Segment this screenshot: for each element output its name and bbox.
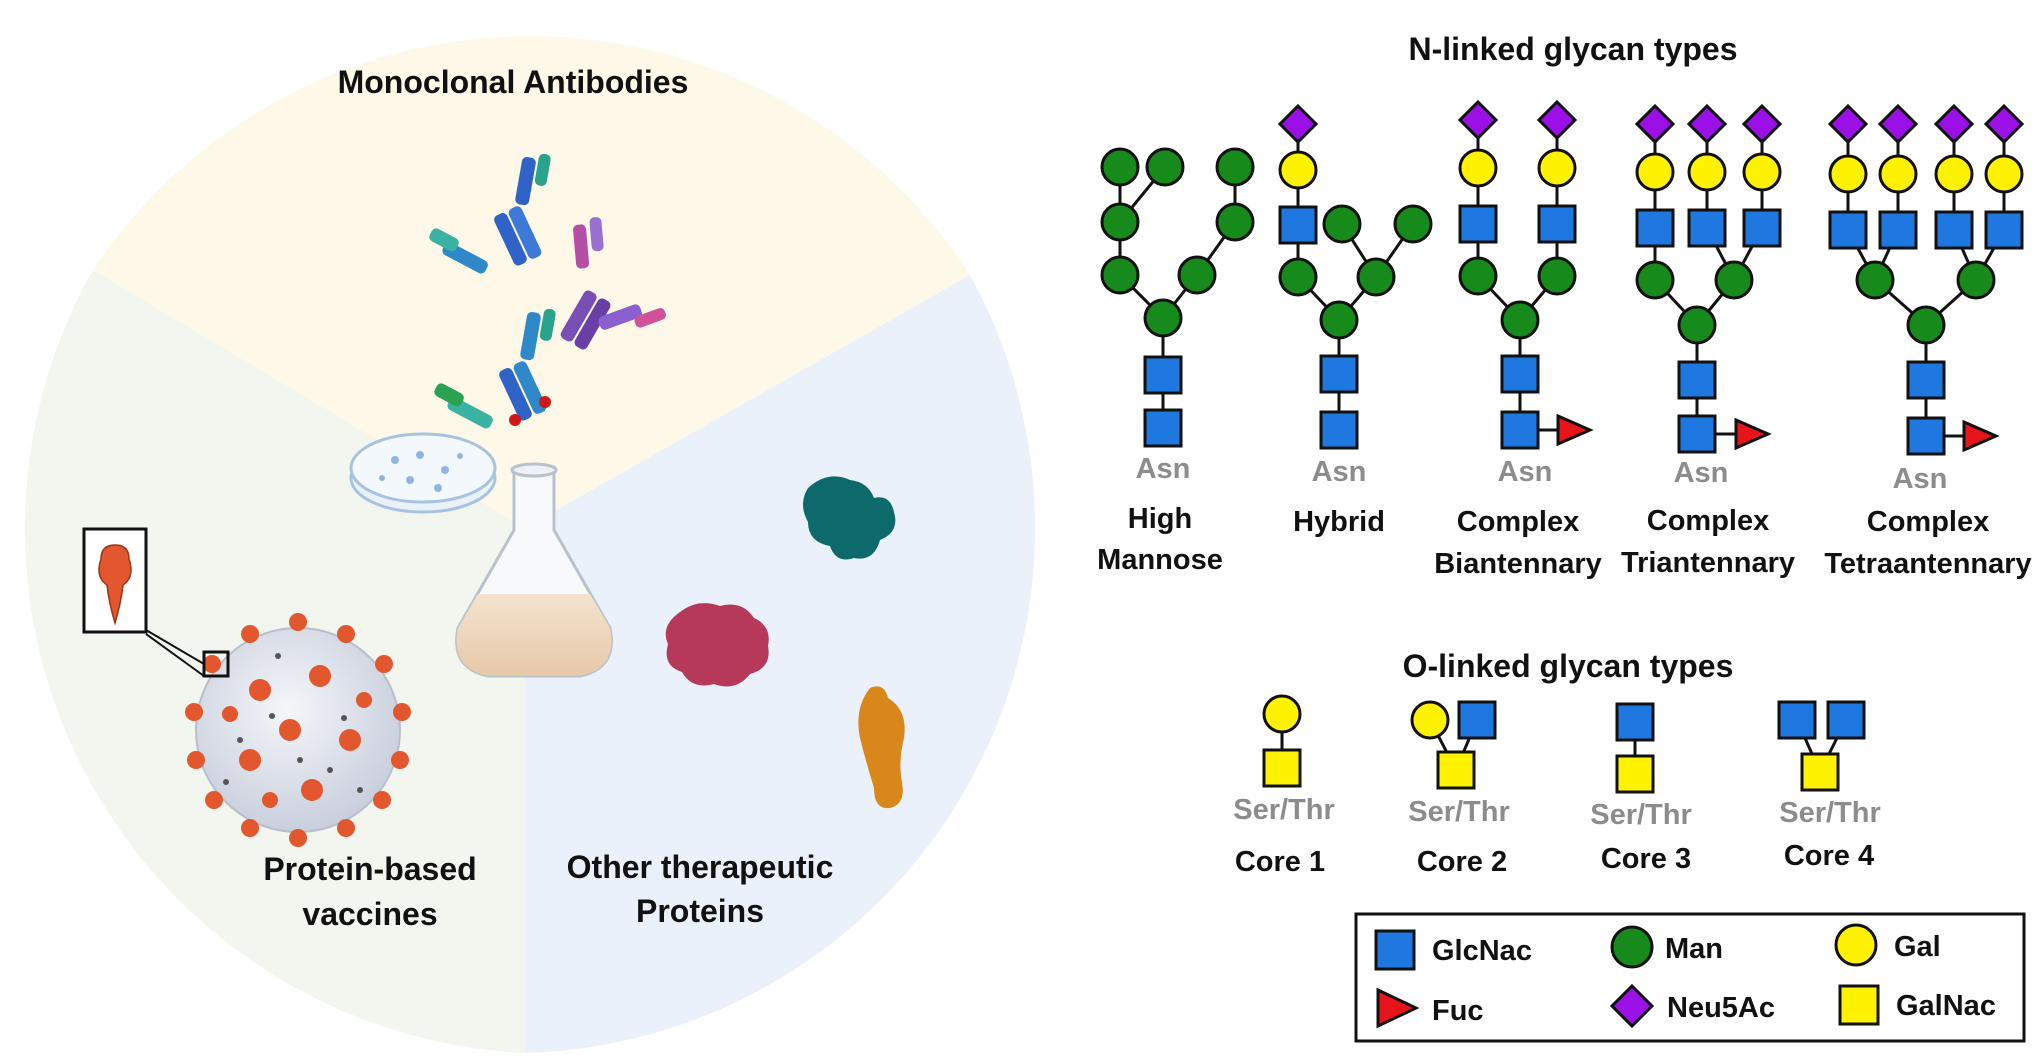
glycan-triantennary (1634, 103, 1783, 454)
o-linked-bonds (1280, 714, 1848, 773)
petri-dish-icon (349, 432, 497, 514)
core-label-2: Core 2 (1417, 846, 1507, 878)
sector-title-other-2: Proteins (636, 893, 764, 929)
n-linked-title: N-linked glycan types (1409, 31, 1738, 67)
core-label-3: Core 3 (1601, 843, 1691, 875)
site-label-core-4: Ser/Thr (1779, 797, 1881, 829)
asn-label-hybrid: Asn (1312, 456, 1367, 488)
legend-glcnac-label: GlcNac (1432, 935, 1532, 967)
asn-label-triantennary: Asn (1674, 457, 1729, 489)
protein-blob-orange-icon (858, 686, 905, 809)
sector-title-other-1: Other therapeutic (567, 849, 834, 885)
legend: GlcNac Man Gal Fuc Neu5Ac GalNac (1354, 912, 2026, 1043)
core-label-1: Core 1 (1235, 846, 1325, 878)
o-glycan-core-2 (1410, 700, 1497, 790)
glycan-high-mannose (1100, 147, 1255, 448)
glycan-biantennary (1457, 99, 1594, 450)
type-label-tetraantennary-2: Tetraantennary (1824, 548, 2031, 580)
type-label-biantennary-2: Biantennary (1434, 548, 1602, 580)
legend-neu5ac-label: Neu5Ac (1667, 992, 1775, 1024)
glycan-hybrid (1277, 103, 1433, 450)
type-label-high-mannose-1: High (1128, 503, 1192, 535)
type-label-triantennary-1: Complex (1647, 505, 1769, 537)
antibody-icon-3 (434, 308, 556, 429)
protein-blob-magenta-icon (665, 603, 769, 687)
antibody-icon-2 (560, 217, 666, 350)
sector-title-vaccines-1: Protein-based (263, 851, 476, 887)
type-label-hybrid: Hybrid (1293, 506, 1385, 538)
core-label-4: Core 4 (1784, 840, 1874, 872)
o-glycan-core-3 (1615, 702, 1655, 794)
legend-frame (1354, 912, 2026, 1043)
sector-antibodies (93, 36, 970, 528)
asn-label-biantennary: Asn (1498, 456, 1553, 488)
type-label-tetraantennary-1: Complex (1867, 506, 1989, 538)
sector-other-proteins (525, 275, 1036, 1053)
site-label-core-2: Ser/Thr (1408, 796, 1510, 828)
legend-galnac-label: GalNac (1896, 990, 1996, 1022)
asn-label-tetraantennary: Asn (1893, 463, 1948, 495)
legend-fuc-swatch (1376, 987, 1420, 1029)
legend-neu5ac-swatch (1609, 983, 1655, 1029)
site-label-core-3: Ser/Thr (1590, 799, 1692, 831)
type-label-high-mannose-2: Mannose (1097, 544, 1223, 576)
flask-icon (455, 462, 613, 678)
site-label-core-1: Ser/Thr (1233, 794, 1335, 826)
sector-title-vaccines-2: vaccines (302, 896, 437, 932)
legend-man-swatch (1610, 925, 1654, 969)
legend-gal-swatch (1834, 923, 1878, 967)
legend-man-label: Man (1665, 933, 1723, 965)
virus-particle-icon (185, 613, 411, 847)
type-label-triantennary-2: Triantennary (1621, 547, 1795, 579)
glycan-tetraantennary (1827, 103, 2025, 456)
antibody-icon-1 (429, 153, 551, 274)
o-glycan-core-1 (1262, 694, 1302, 788)
legend-galnac-swatch (1838, 984, 1880, 1026)
type-label-biantennary-1: Complex (1457, 506, 1579, 538)
o-glycan-core-4 (1777, 700, 1866, 792)
legend-gal-label: Gal (1894, 931, 1941, 963)
protein-blob-teal-icon (803, 476, 896, 560)
legend-fuc-label: Fuc (1432, 995, 1484, 1027)
spike-zoom-inset (82, 527, 230, 678)
o-linked-title: O-linked glycan types (1403, 648, 1734, 684)
asn-label-high-mannose: Asn (1136, 453, 1191, 485)
legend-glcnac-swatch (1374, 929, 1416, 971)
sector-title-antibodies: Monoclonal Antibodies (338, 64, 689, 100)
